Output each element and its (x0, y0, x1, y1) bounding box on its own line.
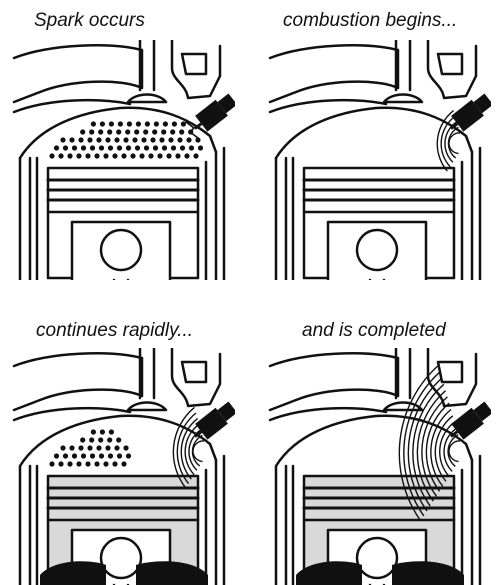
cylinder-wall-left (20, 158, 37, 280)
cylinder-head-wall (14, 408, 130, 420)
panel-spark-occurs (10, 40, 235, 280)
caption-spark-occurs: Spark occurs (34, 10, 145, 32)
caption-continues-rapidly: continues rapidly... (36, 320, 193, 342)
engine-cylinder-diagram (10, 348, 235, 585)
flame-front-icon (173, 407, 204, 488)
coolant-passage (438, 54, 462, 74)
cylinder-wall-right (462, 148, 480, 280)
valve-head (384, 95, 422, 103)
cylinder-wall-right (206, 456, 224, 585)
cylinder-wall-left (20, 466, 37, 585)
caption-and-is-completed: and is completed (302, 320, 446, 342)
piston-pin-icon (357, 538, 397, 578)
engine-drawing (14, 348, 224, 585)
piston-pin-icon (101, 230, 141, 270)
engine-cylinder-diagram (266, 348, 491, 585)
cylinder-wall-left (276, 158, 293, 280)
cylinder-head-wall (14, 100, 130, 112)
caption-combustion-begins: combustion begins... (283, 10, 457, 32)
head-casting (172, 348, 220, 406)
engine-cylinder-diagram (266, 40, 491, 280)
cylinder-head-wall (270, 408, 386, 420)
engine-cylinder-diagram (10, 40, 235, 280)
piston-pin-icon (357, 230, 397, 270)
coolant-passage (182, 54, 206, 74)
intake-port (14, 45, 142, 102)
valve-head (128, 403, 166, 411)
panel-and-is-completed (266, 348, 491, 585)
head-casting (428, 40, 476, 98)
combustion-chamber-roof (276, 416, 472, 466)
cylinder-wall-right (206, 148, 224, 280)
valve-head (128, 95, 166, 103)
engine-drawing (14, 40, 224, 280)
cylinder-wall-right (462, 456, 480, 585)
intake-port (14, 353, 142, 410)
fuel-mixture-dots-icon (49, 121, 203, 158)
intake-port (270, 353, 398, 410)
engine-drawing (270, 40, 480, 280)
head-casting (172, 40, 220, 98)
panel-continues-rapidly (10, 348, 235, 585)
cylinder-head-wall (270, 100, 386, 112)
piston-pin-icon (101, 538, 141, 578)
intake-port (270, 45, 398, 102)
coolant-passage (182, 362, 206, 382)
panel-combustion-begins (266, 40, 491, 280)
fuel-mixture-dots-icon (49, 429, 131, 466)
cylinder-wall-left (276, 466, 293, 585)
